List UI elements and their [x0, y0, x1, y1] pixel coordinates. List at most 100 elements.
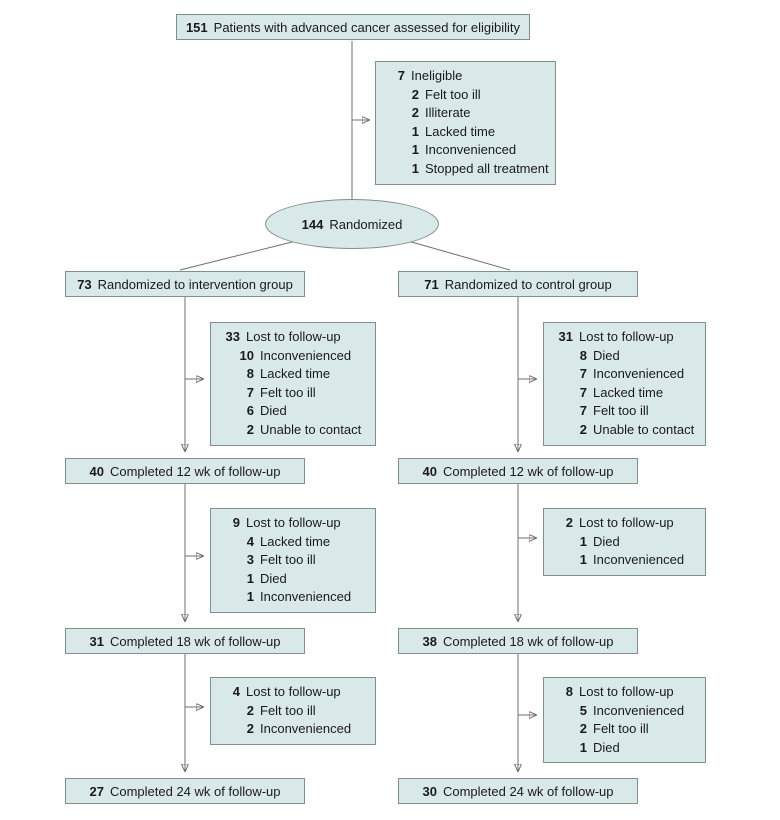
- reason-count: 1: [579, 739, 587, 755]
- reason-count: 7: [579, 403, 587, 419]
- count: 31: [89, 633, 104, 649]
- box-label: Randomized to control group: [444, 276, 612, 292]
- reason-count: 2: [579, 721, 587, 737]
- reason-label: Felt too ill: [593, 721, 649, 737]
- list-main-row: 9 Lost to follow-up: [220, 514, 367, 533]
- reason-count: 10: [239, 347, 254, 363]
- reason-count: 3: [246, 552, 254, 568]
- reason-label: Unable to contact: [593, 421, 695, 437]
- reason-count: 1: [579, 533, 587, 549]
- reason-label: Inconvenienced: [593, 366, 685, 382]
- reason-label: Inconvenienced: [260, 589, 352, 605]
- box-label: Completed 24 wk of follow-up: [442, 783, 614, 799]
- reason-count: 1: [411, 142, 419, 158]
- reason-label: Inconvenienced: [260, 347, 352, 363]
- list-main-row: 33 Lost to follow-up: [220, 328, 367, 347]
- reason-label: Lacked time: [425, 123, 496, 139]
- count: 27: [89, 783, 104, 799]
- reason-item: 1 Died: [220, 570, 367, 589]
- reason-count: 7: [579, 366, 587, 382]
- box-label: Completed 18 wk of follow-up: [442, 633, 614, 649]
- box-label: Completed 24 wk of follow-up: [109, 783, 281, 799]
- count: 144: [301, 216, 324, 232]
- count: 40: [422, 463, 437, 479]
- reason-item: 1 Lacked time: [385, 123, 547, 142]
- list-main-row: 4 Lost to follow-up: [220, 683, 367, 702]
- reason-label: Felt too ill: [593, 403, 649, 419]
- connector: [179, 240, 297, 271]
- reason-count: 5: [579, 702, 587, 718]
- box-label: Completed 12 wk of follow-up: [109, 463, 281, 479]
- reason-count: 1: [411, 123, 419, 139]
- reason-count: 8: [246, 366, 254, 382]
- count: 2: [565, 515, 573, 530]
- count: 151: [185, 19, 208, 35]
- count: 73: [77, 276, 92, 292]
- box-label: Lost to follow-up: [246, 515, 341, 530]
- reason-label: Died: [260, 570, 287, 586]
- reason-item: 2 Illiterate: [385, 104, 547, 123]
- box-label: Patients with advanced cancer assessed f…: [213, 19, 521, 35]
- list-main-row: 2 Lost to follow-up: [553, 514, 697, 533]
- count: 30: [422, 783, 437, 799]
- reason-label: Lacked time: [260, 366, 331, 382]
- intervention-lost-12wk-box: 33 Lost to follow-up 10 Inconvenienced 8 La…: [210, 322, 376, 446]
- reason-item: 2 Felt too ill: [385, 86, 547, 105]
- reason-item: 1 Died: [553, 739, 697, 758]
- count: 9: [232, 515, 240, 530]
- reason-item: 7 Lacked time: [553, 384, 697, 403]
- reason-count: 1: [579, 552, 587, 568]
- count: 38: [422, 633, 437, 649]
- reason-item: 7 Inconvenienced: [553, 365, 697, 384]
- box-label: Lost to follow-up: [246, 684, 341, 699]
- reason-label: Inconvenienced: [260, 721, 352, 737]
- reason-count: 2: [246, 721, 254, 737]
- randomized-ellipse: 144 Randomized: [265, 199, 439, 249]
- reason-count: 2: [411, 105, 419, 121]
- reason-label: Felt too ill: [425, 86, 481, 102]
- reason-count: 2: [246, 702, 254, 718]
- reason-count: 6: [246, 403, 254, 419]
- list-main-row: 7 Ineligible: [385, 67, 547, 86]
- box-label: Lost to follow-up: [579, 515, 674, 530]
- reason-label: Died: [593, 347, 620, 363]
- reason-label: Lacked time: [593, 384, 664, 400]
- list-main-row: 8 Lost to follow-up: [553, 683, 697, 702]
- intervention-completed-24wk-box: 27 Completed 24 wk of follow-up: [65, 778, 305, 804]
- reason-label: Felt too ill: [260, 384, 316, 400]
- count: 71: [424, 276, 439, 292]
- reason-count: 2: [246, 421, 254, 437]
- box-label: Ineligible: [411, 68, 463, 83]
- connector: [407, 240, 511, 271]
- reason-label: Illiterate: [425, 105, 471, 121]
- reason-count: 2: [411, 86, 419, 102]
- reason-count: 8: [579, 347, 587, 363]
- reason-count: 1: [246, 570, 254, 586]
- reason-label: Stopped all treatment: [425, 160, 549, 176]
- control-completed-18wk-box: 38 Completed 18 wk of follow-up: [398, 628, 638, 654]
- reason-item: 8 Died: [553, 347, 697, 366]
- box-label: Lost to follow-up: [246, 329, 341, 344]
- reason-label: Died: [593, 739, 620, 755]
- reason-count: 7: [579, 384, 587, 400]
- count: 4: [232, 684, 240, 699]
- count: 7: [397, 68, 405, 83]
- box-label: Completed 12 wk of follow-up: [442, 463, 614, 479]
